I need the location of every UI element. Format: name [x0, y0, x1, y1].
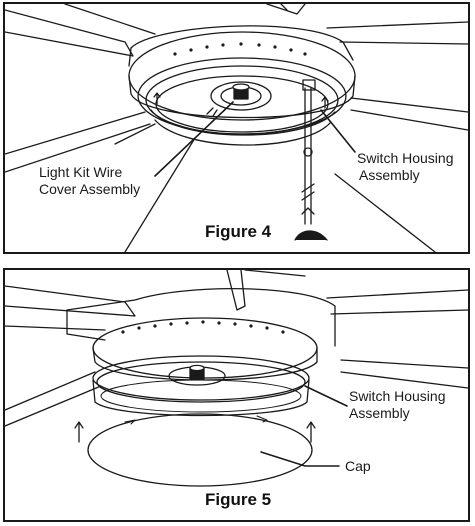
- center-hub: [206, 81, 272, 117]
- switch-housing-label-fig4: Switch Housing Assembly: [357, 150, 454, 184]
- switch-label-line2: Assembly: [359, 167, 420, 183]
- light-kit-label-line1: Light Kit Wire: [39, 164, 123, 180]
- figure-5-panel: Switch Housing Assembly Cap Figure 5: [3, 268, 470, 522]
- switch-label-line1: Switch Housing: [349, 388, 446, 404]
- leader-lines: [154, 101, 356, 177]
- center-hub: [168, 364, 226, 386]
- leader-lines: [260, 385, 348, 467]
- blade-edge-line: [334, 173, 436, 252]
- motor-housing: [66, 288, 336, 381]
- motor-housing: [128, 25, 356, 146]
- direction-arrows: [74, 421, 316, 443]
- switch-label-line2: Assembly: [349, 405, 410, 421]
- screw-dots: [173, 42, 307, 56]
- switch-housing-ring: [92, 355, 310, 417]
- figure-4-drawing: [5, 4, 468, 252]
- cap-disc: [87, 413, 313, 487]
- switch-label-line1: Switch Housing: [357, 150, 454, 166]
- pull-chain: [294, 79, 328, 241]
- figure-4-title: Figure 4: [205, 222, 272, 241]
- figure-5-title: Figure 5: [205, 490, 272, 509]
- figure-5-drawing: [5, 270, 468, 487]
- direction-arrows: [153, 92, 329, 109]
- fan-blades: [5, 4, 468, 173]
- wire-line: [124, 137, 196, 252]
- cap-label: Cap: [345, 458, 371, 474]
- light-kit-label-line2: Cover Assembly: [39, 181, 141, 197]
- light-kit-wire-cover-label: Light Kit Wire Cover Assembly: [39, 164, 140, 198]
- figure-4-panel: Light Kit Wire Cover Assembly Switch Hou…: [3, 2, 470, 254]
- screw-dots: [121, 320, 285, 334]
- switch-housing-label-fig5: Switch Housing Assembly: [349, 388, 446, 422]
- fan-blades: [5, 270, 468, 427]
